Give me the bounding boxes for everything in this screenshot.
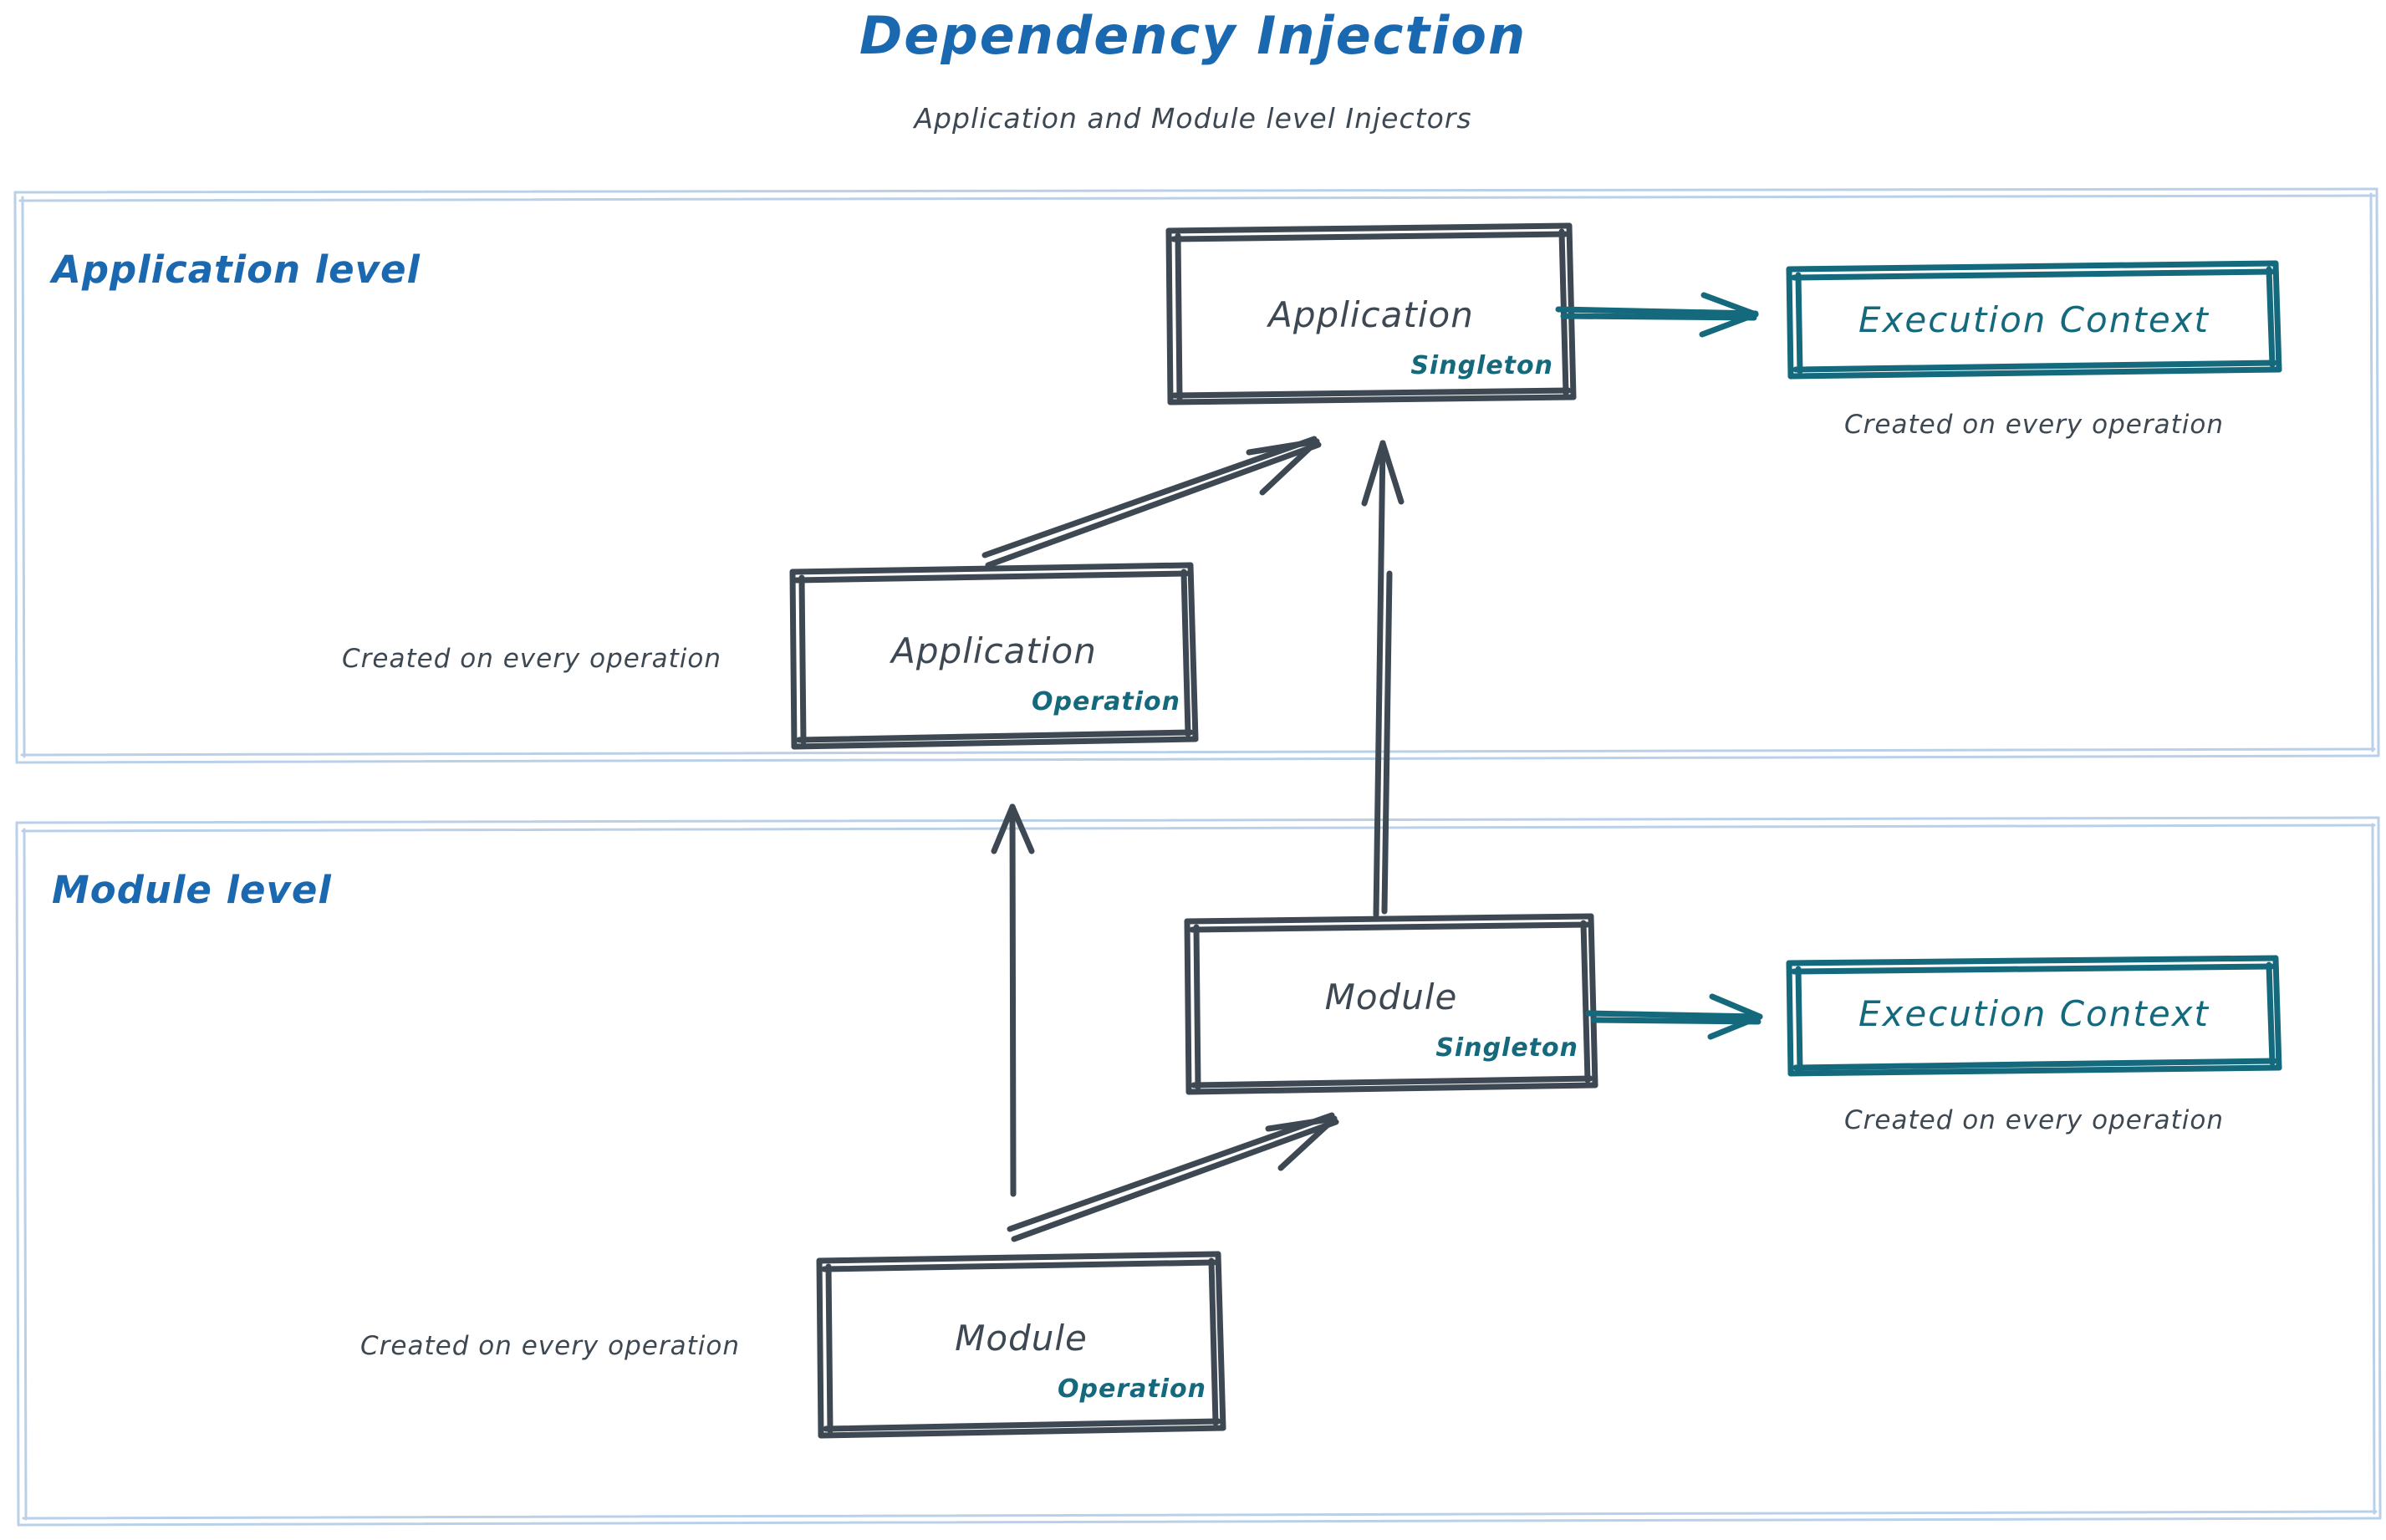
application-operation-scope: Operation [1032,687,1180,716]
note-app-execution-context: Created on every operation [1844,410,2224,440]
page-subtitle: Application and Module level Injectors [914,102,1472,135]
module-level-container [15,816,2382,1527]
application-singleton-scope: Singleton [1410,351,1553,380]
execution-context-module-title: Execution Context [1858,993,2210,1034]
module-operation-title: Module [955,1318,1088,1359]
page-title: Dependency Injection [859,5,1527,66]
note-module-execution-context: Created on every operation [1844,1105,2224,1135]
arrow-module-operation-to-module-singleton [1007,1112,1339,1242]
zone-label-application-level: Application level [52,247,421,292]
application-operation-title: Application [891,630,1097,671]
application-singleton-box[interactable] [1165,222,1577,405]
execution-context-app-box[interactable] [1786,260,2282,380]
arrow-module-operation-to-application-level [991,803,1035,1197]
module-singleton-scope: Singleton [1435,1033,1578,1063]
application-operation-box[interactable] [789,562,1199,750]
note-module-operation: Created on every operation [360,1331,740,1361]
arrow-module-singleton-to-app-singleton [1361,440,1405,918]
module-operation-scope: Operation [1058,1374,1206,1404]
application-singleton-title: Application [1268,294,1474,335]
module-operation-box[interactable] [816,1251,1226,1439]
arrow-app-operation-to-app-singleton [981,436,1322,569]
module-singleton-title: Module [1324,977,1458,1017]
arrow-module-singleton-to-execution-context [1585,993,1763,1040]
arrow-app-singleton-to-execution-context [1555,292,1759,338]
note-application-operation: Created on every operation [342,644,721,674]
zone-label-module-level: Module level [52,868,332,912]
module-singleton-box[interactable] [1184,913,1598,1095]
execution-context-app-title: Execution Context [1858,299,2210,340]
application-level-container [13,187,2380,764]
execution-context-module-box[interactable] [1786,955,2282,1077]
